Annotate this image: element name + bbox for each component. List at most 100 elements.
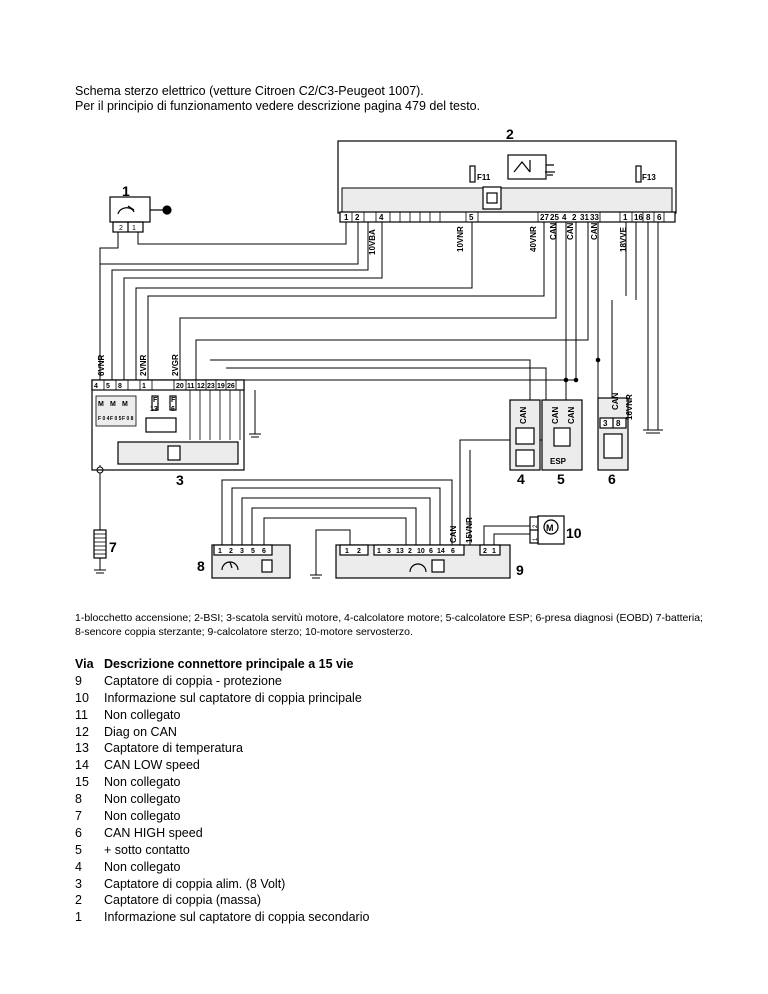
pin: 2 bbox=[229, 548, 233, 555]
table-row: 3 Captatore di coppia alim. (8 Volt) bbox=[75, 876, 369, 893]
via-number: 1 bbox=[75, 910, 82, 925]
via-description: Non collegato bbox=[104, 775, 181, 790]
relay-label: M bbox=[122, 401, 128, 408]
pin: 20 bbox=[176, 383, 184, 390]
intro-line-1: Schema sterzo elettrico (vetture Citroen… bbox=[75, 84, 424, 98]
figure-caption: 1-blocchetto accensione; 2-BSI; 3-scatol… bbox=[75, 612, 703, 638]
esp-label: ESP bbox=[550, 457, 567, 466]
via-number: 2 bbox=[75, 893, 82, 908]
box3-wire-labels: 6VNR 2VNR 2VGR bbox=[97, 354, 180, 376]
table-row: 5 + sotto contatto bbox=[75, 842, 369, 859]
pin: 8 bbox=[616, 419, 621, 428]
wire-label: CAN bbox=[551, 406, 560, 424]
bsi-pin: 2 bbox=[572, 213, 577, 222]
relay-fuse: F 0 8 bbox=[122, 416, 134, 422]
table-row: 12 Diag on CAN bbox=[75, 724, 369, 741]
bsi-pin: 33 bbox=[590, 213, 599, 222]
pin: 2 bbox=[483, 548, 487, 555]
pin: 2 bbox=[408, 548, 412, 555]
pin: 19 bbox=[217, 383, 225, 390]
pin: 1 bbox=[492, 548, 496, 555]
via-description: Captatore di coppia (massa) bbox=[104, 893, 262, 908]
component-number-6: 6 bbox=[608, 471, 616, 487]
pin: 23 bbox=[207, 383, 215, 390]
via-description: Captatore di temperatura bbox=[104, 741, 243, 756]
via-description: + sotto contatto bbox=[104, 842, 190, 857]
bsi-pin: 5 bbox=[469, 213, 474, 222]
pin: 3 bbox=[603, 419, 608, 428]
bsi-pin: 1 bbox=[344, 213, 349, 222]
wire-label: CAN bbox=[566, 222, 575, 240]
fuse-label: 13 bbox=[150, 406, 158, 413]
component-number-5: 5 bbox=[557, 471, 565, 487]
via-number: 4 bbox=[75, 859, 82, 874]
pin: 6 bbox=[451, 548, 455, 555]
fuse-label: 6 bbox=[171, 406, 175, 413]
component-number-8: 8 bbox=[197, 558, 205, 574]
pin: 8 bbox=[118, 383, 122, 390]
wire-label: 2VNR bbox=[139, 354, 148, 376]
torque-sensor bbox=[211, 544, 291, 579]
relay-label: M bbox=[98, 401, 104, 408]
via-description: Non collegato bbox=[104, 792, 181, 807]
bsi-pin: 8 bbox=[646, 213, 651, 222]
component-number-3: 3 bbox=[176, 472, 184, 488]
ecu-labels: CAN CAN CAN 16VNR CAN ESP 3 8 bbox=[519, 392, 634, 466]
via-description: Diag on CAN bbox=[104, 724, 177, 739]
bsi-pin: 25 bbox=[550, 213, 559, 222]
pin: 2 bbox=[119, 225, 123, 232]
via-number: 12 bbox=[75, 724, 89, 739]
via-number: 6 bbox=[75, 825, 82, 840]
component-number-2: 2 bbox=[506, 126, 514, 142]
pin: 13 bbox=[396, 548, 404, 555]
bsi-box bbox=[337, 140, 677, 223]
component-number-7: 7 bbox=[109, 539, 117, 555]
pin: 26 bbox=[227, 383, 235, 390]
wiring-diagram: 2 F11 F13 1 2 4 5 27 25 4 2 31 33 1 16 8… bbox=[91, 126, 677, 579]
via-description: Captatore di coppia alim. (8 Volt) bbox=[104, 876, 286, 891]
via-description: Informazione sul captatore di coppia sec… bbox=[104, 910, 370, 925]
sensor-pins: 1 2 3 5 6 bbox=[218, 548, 266, 555]
pin: 11 bbox=[187, 383, 195, 390]
fuse-f13-label: F13 bbox=[642, 173, 656, 182]
via-number: 9 bbox=[75, 673, 82, 688]
wire-label: CAN bbox=[611, 392, 620, 410]
pin: 2 bbox=[357, 548, 361, 555]
steering-ecu bbox=[335, 544, 511, 579]
pin: 12 bbox=[197, 383, 205, 390]
wire-label: 18VVE bbox=[619, 226, 628, 252]
via-number: 5 bbox=[75, 842, 82, 857]
relay-fuse: F 0 4 bbox=[98, 416, 110, 422]
wire-label: CAN bbox=[519, 406, 528, 424]
battery bbox=[93, 529, 107, 559]
pin: 1 bbox=[377, 548, 381, 555]
pin: 1 bbox=[142, 383, 146, 390]
table-header: Via Descrizione connettore principale a … bbox=[75, 656, 369, 673]
via-number: 7 bbox=[75, 809, 82, 824]
pin: 10 bbox=[417, 548, 425, 555]
via-description: Non collegato bbox=[104, 707, 181, 722]
ecu9-wire-labels: CAN 15VNR bbox=[449, 517, 474, 543]
pin: 5 bbox=[106, 383, 110, 390]
via-description: Informazione sul captatore di coppia pri… bbox=[104, 690, 362, 705]
table-row: 13 Captatore di temperatura bbox=[75, 740, 369, 757]
bsi-pin: 31 bbox=[580, 213, 589, 222]
via-number: 13 bbox=[75, 741, 89, 756]
header-description: Descrizione connettore principale a 15 v… bbox=[104, 657, 354, 671]
wire-label: 15VNR bbox=[465, 517, 474, 543]
esp-ecu bbox=[541, 399, 583, 471]
steering-ecu-pins: 1 2 1 3 13 2 10 6 14 6 2 1 bbox=[345, 548, 496, 555]
via-number: 3 bbox=[75, 876, 82, 891]
wire-label: CAN bbox=[567, 406, 576, 424]
bsi-pin: 1 bbox=[623, 213, 628, 222]
intro-text: Schema sterzo elettrico (vetture Citroen… bbox=[75, 84, 480, 114]
table-row: 1 Informazione sul captatore di coppia se… bbox=[75, 909, 369, 926]
intro-line-2: Per il principio di funzionamento vedere… bbox=[75, 99, 481, 113]
component-number-10: 10 bbox=[566, 525, 582, 541]
wire-label: 10VBA bbox=[368, 229, 377, 255]
